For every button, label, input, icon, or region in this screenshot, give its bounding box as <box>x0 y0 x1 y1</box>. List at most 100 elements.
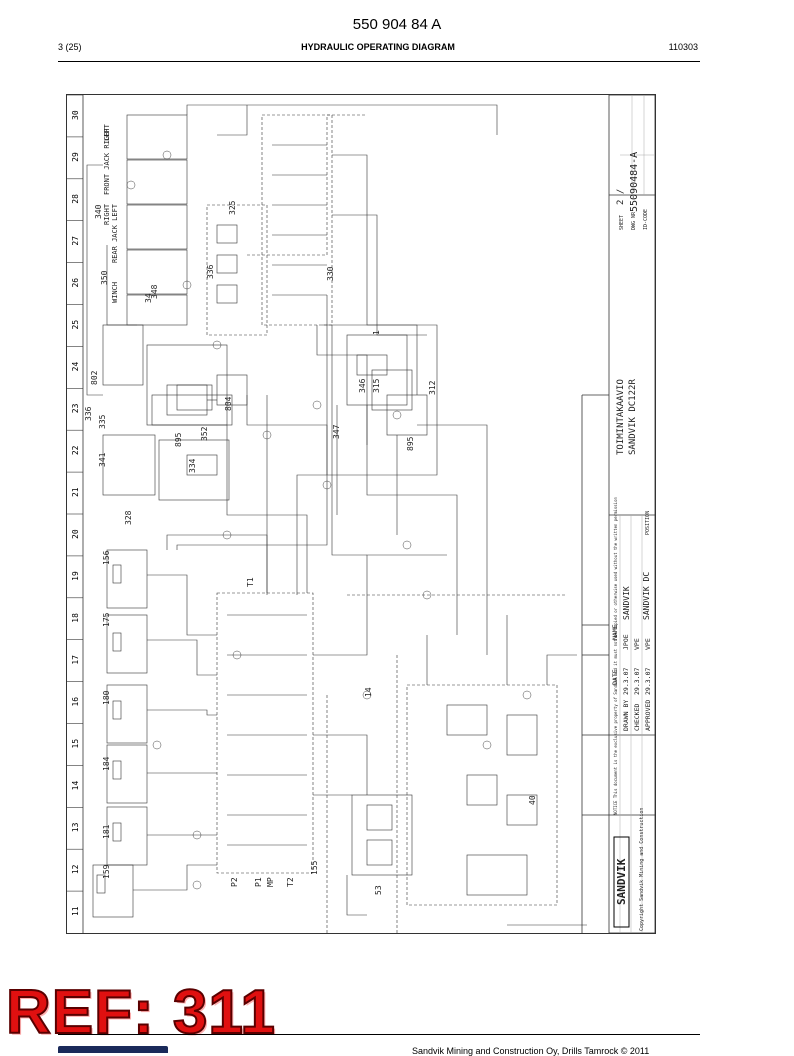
label-347: 347 <box>332 424 341 439</box>
ruler-column-29: 29 <box>71 152 80 162</box>
footer-divider <box>58 1034 700 1035</box>
label-34: 34 <box>144 293 153 303</box>
document-date-code: 110303 <box>668 42 698 52</box>
ruler-column-11: 11 <box>71 906 80 916</box>
tb-dwg-label: DWG NR <box>631 211 637 230</box>
tb-approved-name: VPE <box>644 638 652 650</box>
tb-drawn-name: JPOE <box>622 634 630 650</box>
footer-copyright: Sandvik Mining and Construction Oy, Dril… <box>412 1046 650 1056</box>
label-mp: MP <box>266 877 275 887</box>
label-895-left: 895 <box>174 432 183 447</box>
page-reference: 3 (25) <box>58 42 82 52</box>
label-335-left: 335 <box>98 414 107 429</box>
hydraulic-diagram: 1112131415161718192021222324252627282930… <box>67 94 656 934</box>
label-328: 328 <box>124 510 133 525</box>
ruler-column-16: 16 <box>71 697 80 707</box>
title-block: SANDVIK Copyright Sandvik Mining and Con… <box>581 94 656 934</box>
ruler-column-18: 18 <box>71 613 80 623</box>
label-159: 159 <box>102 864 111 879</box>
header-row: 3 (25) HYDRAULIC OPERATING DIAGRAM 11030… <box>58 42 698 56</box>
sandvik-logo: SANDVIK <box>615 858 628 905</box>
header-divider <box>58 61 700 62</box>
tb-checked-date: 29.3.07 <box>633 668 641 695</box>
label-895-right: 895 <box>406 436 415 451</box>
tb-sheet-value: 2 / <box>616 189 626 205</box>
ruler-column-14: 14 <box>71 781 80 791</box>
tb-date-heading: DATE <box>611 669 619 685</box>
label-175: 175 <box>102 612 111 627</box>
document-title: HYDRAULIC OPERATING DIAGRAM <box>301 42 455 52</box>
label-180: 180 <box>102 690 111 705</box>
ruler-column-30: 30 <box>71 110 80 120</box>
ruler-column-12: 12 <box>71 864 80 874</box>
copyright-line: Copyright Sandvik Mining and Constructio… <box>639 808 645 931</box>
tb-brand: SANDVIK <box>622 586 631 620</box>
label-352: 352 <box>200 426 209 441</box>
function-labels: WINCH REAR JACK LEFT RIGHT FRONT JACK RI… <box>103 123 119 303</box>
tb-dwg-value: 55090484-A <box>629 152 640 212</box>
label-334: 334 <box>188 458 197 473</box>
label-front-jack-right: FRONT JACK RIGHT <box>103 127 111 195</box>
tb-product: SANDVIK DC <box>642 572 651 620</box>
circuit-labels: 159 181 184 180 175 156 328 341 334 335 … <box>84 200 537 895</box>
tb-position: POSITION <box>645 511 651 535</box>
ruler-column-13: 13 <box>71 822 80 832</box>
label-rear-jack-left: REAR JACK LEFT <box>111 203 119 263</box>
tb-sheet-label: SHEET <box>619 215 625 230</box>
label-front-jack-left: LEFT <box>103 123 111 141</box>
label-t1-lower: T1 <box>246 577 255 587</box>
label-t2: T2 <box>286 877 295 887</box>
tb-approved: APPROVED <box>644 700 652 731</box>
label-346: 346 <box>358 378 367 393</box>
ruler-column-17: 17 <box>71 655 80 665</box>
label-336-upper: 336 <box>206 264 215 279</box>
ruler-column-24: 24 <box>71 362 80 372</box>
ruler-column-15: 15 <box>71 739 80 749</box>
tb-approved-date: 29.3.07 <box>644 668 652 695</box>
reference-stamp: REF: 311 <box>5 978 276 1047</box>
tb-drawn-by: DRAWN BY <box>622 700 630 731</box>
label-315: 315 <box>372 378 381 393</box>
ruler-column-21: 21 <box>71 487 80 497</box>
tb-checked: CHECKED <box>633 704 641 731</box>
label-341: 341 <box>98 452 107 467</box>
ownership-notice: NOTICE This document is the exclusive pr… <box>613 497 618 815</box>
label-1: 1 <box>372 330 381 335</box>
tb-drawn-date: 29.3.07 <box>622 668 630 695</box>
label-330: 330 <box>326 266 335 281</box>
schematic-components <box>126 150 532 890</box>
tb-drawing-model: SANDVIK DC122R <box>628 379 638 455</box>
label-155: 155 <box>310 860 319 875</box>
label-804: 804 <box>224 396 233 411</box>
tb-name-heading: NAME <box>611 624 619 640</box>
label-156: 156 <box>102 550 111 565</box>
ruler-column-25: 25 <box>71 320 80 330</box>
ruler-column-20: 20 <box>71 529 80 539</box>
label-181: 181 <box>102 824 111 839</box>
label-rear-jack-right: RIGHT <box>103 203 111 225</box>
label-350: 350 <box>100 270 109 285</box>
schematic-linework <box>86 104 587 933</box>
label-312: 312 <box>428 380 437 395</box>
label-184: 184 <box>102 756 111 771</box>
label-14: 14 <box>364 687 373 697</box>
tb-drawing-title: TOIMINTAKAAVIO <box>616 379 626 455</box>
tb-id-code: ID-CODE <box>643 209 649 230</box>
label-802: 802 <box>90 370 99 385</box>
footer-logo-icon <box>58 1046 168 1053</box>
tb-checked-name: VPE <box>633 638 641 650</box>
label-325: 325 <box>228 200 237 215</box>
ruler-column-19: 19 <box>71 571 80 581</box>
document-number: 550 904 84 A <box>352 16 442 33</box>
label-winch: WINCH <box>111 282 119 303</box>
label-p1: P1 <box>254 877 263 887</box>
label-53: 53 <box>374 885 383 895</box>
label-340: 340 <box>94 204 103 219</box>
ruler-column-22: 22 <box>71 445 80 455</box>
label-p2: P2 <box>230 877 239 887</box>
label-348: 348 <box>150 284 159 299</box>
ruler-column-28: 28 <box>71 194 80 204</box>
label-336-left: 336 <box>84 406 93 421</box>
